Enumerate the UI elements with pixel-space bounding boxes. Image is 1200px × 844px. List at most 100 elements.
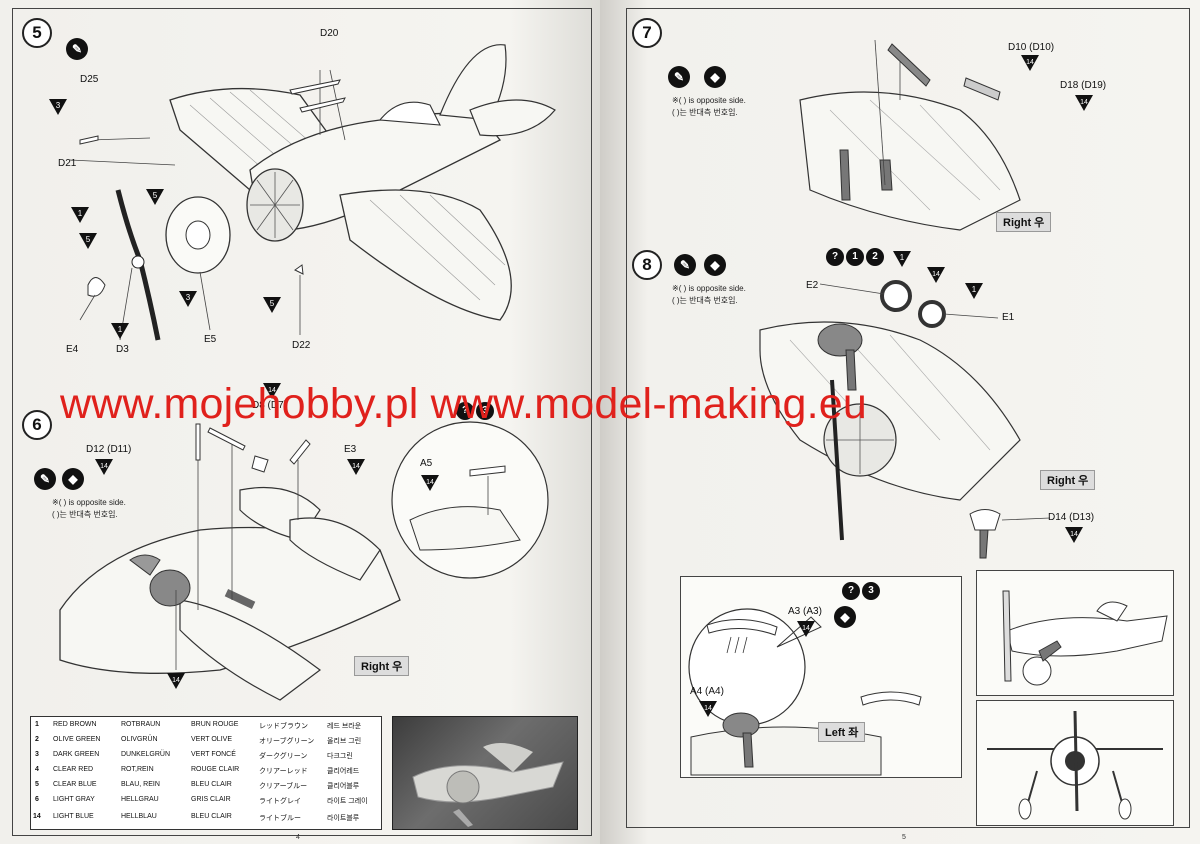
right-side-tag: Right 우 [996, 212, 1052, 232]
opposite-note-en: ※( ) is opposite side. [52, 498, 126, 507]
glue-icon: ✎ [34, 468, 56, 490]
part-a3-label: A3 (A3) [788, 606, 822, 617]
opposite-note-en: ※( ) is opposite side. [672, 96, 746, 105]
color-callout-14e: 14 [167, 673, 185, 689]
svg-text:3: 3 [186, 293, 191, 302]
page-number-right: 5 [902, 834, 906, 841]
svg-text:1: 1 [900, 253, 905, 262]
svg-text:14: 14 [704, 705, 712, 712]
legend-row: 6 LIGHT GRAY HELLGRAU GRIS CLAIR ライトグレイ … [35, 796, 368, 805]
legend-row: 2 OLIVE GREEN OLIVGRÜN VERT OLIVE オリーブグリ… [35, 736, 362, 745]
part-a4-label: A4 (A4) [690, 686, 724, 697]
step-8-diagram [759, 280, 1051, 559]
callout-2-icon: 2 [866, 248, 884, 266]
svg-text:5: 5 [153, 191, 158, 200]
color-callout-5b: 5 [79, 233, 97, 249]
color-callout-14: 14 [1021, 55, 1039, 71]
reference-view-side [976, 570, 1174, 696]
part-d22-label: D22 [292, 340, 311, 351]
callout-1-icon: 1 [846, 248, 864, 266]
color-callout-14c: 14 [347, 459, 365, 475]
svg-text:14: 14 [268, 387, 276, 394]
reference-view-front [976, 700, 1174, 826]
glue-icon: ✎ [66, 38, 88, 60]
callout-3-icon: 3 [862, 582, 880, 600]
left-page-frame [12, 8, 592, 836]
question-icon: ? [826, 248, 844, 266]
question-icon: ? [842, 582, 860, 600]
callout-3-icon: 3 [476, 402, 494, 420]
right-side-tag: Right 우 [1040, 470, 1096, 490]
left-side-tag: Left 좌 [818, 722, 866, 742]
legend-row: 4 CLEAR RED ROT,REIN ROUGE CLAIR クリアーレッド… [35, 766, 360, 775]
svg-text:5: 5 [86, 235, 91, 244]
right-page: 7 ✎ ◆ ※( ) is opposite side. ( )는 반대측 번호… [600, 0, 1200, 844]
svg-text:14: 14 [172, 677, 180, 684]
color-callout-3b: 3 [179, 291, 197, 307]
legend-row: 1 RED BROWN ROTBRAUN BRUN ROUGE レッドブラウン … [35, 721, 362, 730]
svg-text:14: 14 [426, 479, 434, 486]
part-d12-label: D12 (D11) [86, 444, 132, 455]
svg-text:1: 1 [118, 325, 123, 334]
opposite-note-kr: ( )는 반대측 번호임. [672, 296, 738, 305]
part-e2-label: E2 [806, 280, 819, 291]
svg-text:14: 14 [100, 463, 108, 470]
right-page-frame [626, 8, 1190, 828]
glue-icon: ✎ [668, 66, 690, 88]
svg-text:1: 1 [78, 209, 83, 218]
color-callout-1b: 1 [965, 283, 983, 299]
color-callout-1: 1 [71, 207, 89, 223]
color-legend-table: 1 RED BROWN ROTBRAUN BRUN ROUGE レッドブラウン … [30, 716, 382, 830]
svg-text:14: 14 [1070, 531, 1078, 538]
svg-text:3: 3 [56, 101, 61, 110]
svg-text:1: 1 [972, 285, 977, 294]
color-callout-14d: 14 [421, 475, 439, 491]
part-e3-label: E3 [344, 444, 357, 455]
svg-text:14: 14 [932, 271, 940, 278]
glue-icon: ✎ [674, 254, 696, 276]
part-e1-label: E1 [1002, 312, 1015, 323]
watermark-text: www.mojehobby.pl www.model-making.eu [60, 380, 868, 428]
step-5-number: 5 [22, 18, 52, 48]
part-d18-label: D18 (D19) [1060, 80, 1107, 91]
step-6-diagram [59, 421, 549, 701]
color-callout-14b: 14 [1075, 95, 1093, 111]
step-7-number: 7 [632, 18, 662, 48]
legend-row: 14 LIGHT BLUE HELLBLAU BLEU CLAIR ライトブルー… [33, 813, 360, 822]
color-callout-14e: 14 [699, 701, 717, 717]
legend-row: 5 CLEAR BLUE BLAU, REIN BLEU CLAIR クリアーブ… [35, 781, 360, 790]
direction-icon: ◆ [704, 66, 726, 88]
step-7-diagram [799, 39, 1021, 231]
part-d14-label: D14 (D13) [1048, 512, 1095, 523]
opposite-note-kr: ( )는 반대측 번호임. [52, 510, 118, 519]
color-callout-1b: 1 [111, 323, 129, 339]
part-d3-label: D3 [116, 344, 129, 355]
color-callout-1: 1 [893, 251, 911, 267]
color-callout-14: 14 [927, 267, 945, 283]
direction-icon: ◆ [834, 606, 856, 628]
part-d25-label: D25 [80, 74, 99, 85]
color-callout-3: 3 [49, 99, 67, 115]
step-5-diagram [69, 44, 556, 341]
color-callout-14c: 14 [1065, 527, 1083, 543]
color-callout-14d: 14 [797, 621, 815, 637]
left-page: 5 ✎ [0, 0, 600, 844]
svg-text:14: 14 [352, 463, 360, 470]
opposite-note-kr: ( )는 반대측 번호임. [672, 108, 738, 117]
color-callout-5: 5 [146, 189, 164, 205]
color-callout-5c: 5 [263, 297, 281, 313]
svg-text:5: 5 [270, 299, 275, 308]
part-d20-label: D20 [320, 28, 339, 39]
question-icon: ? [456, 402, 474, 420]
part-e4-label: E4 [66, 344, 79, 355]
step-6-number: 6 [22, 410, 52, 440]
svg-text:14: 14 [802, 625, 810, 632]
step-8-number: 8 [632, 250, 662, 280]
part-d10-label: D10 (D10) [1008, 42, 1055, 53]
part-e5-label: E5 [204, 334, 217, 345]
part-d21-label: D21 [58, 158, 77, 169]
page-number-left: 4 [296, 834, 300, 841]
opposite-note-en: ※( ) is opposite side. [672, 284, 746, 293]
right-side-tag: Right 우 [354, 656, 410, 676]
